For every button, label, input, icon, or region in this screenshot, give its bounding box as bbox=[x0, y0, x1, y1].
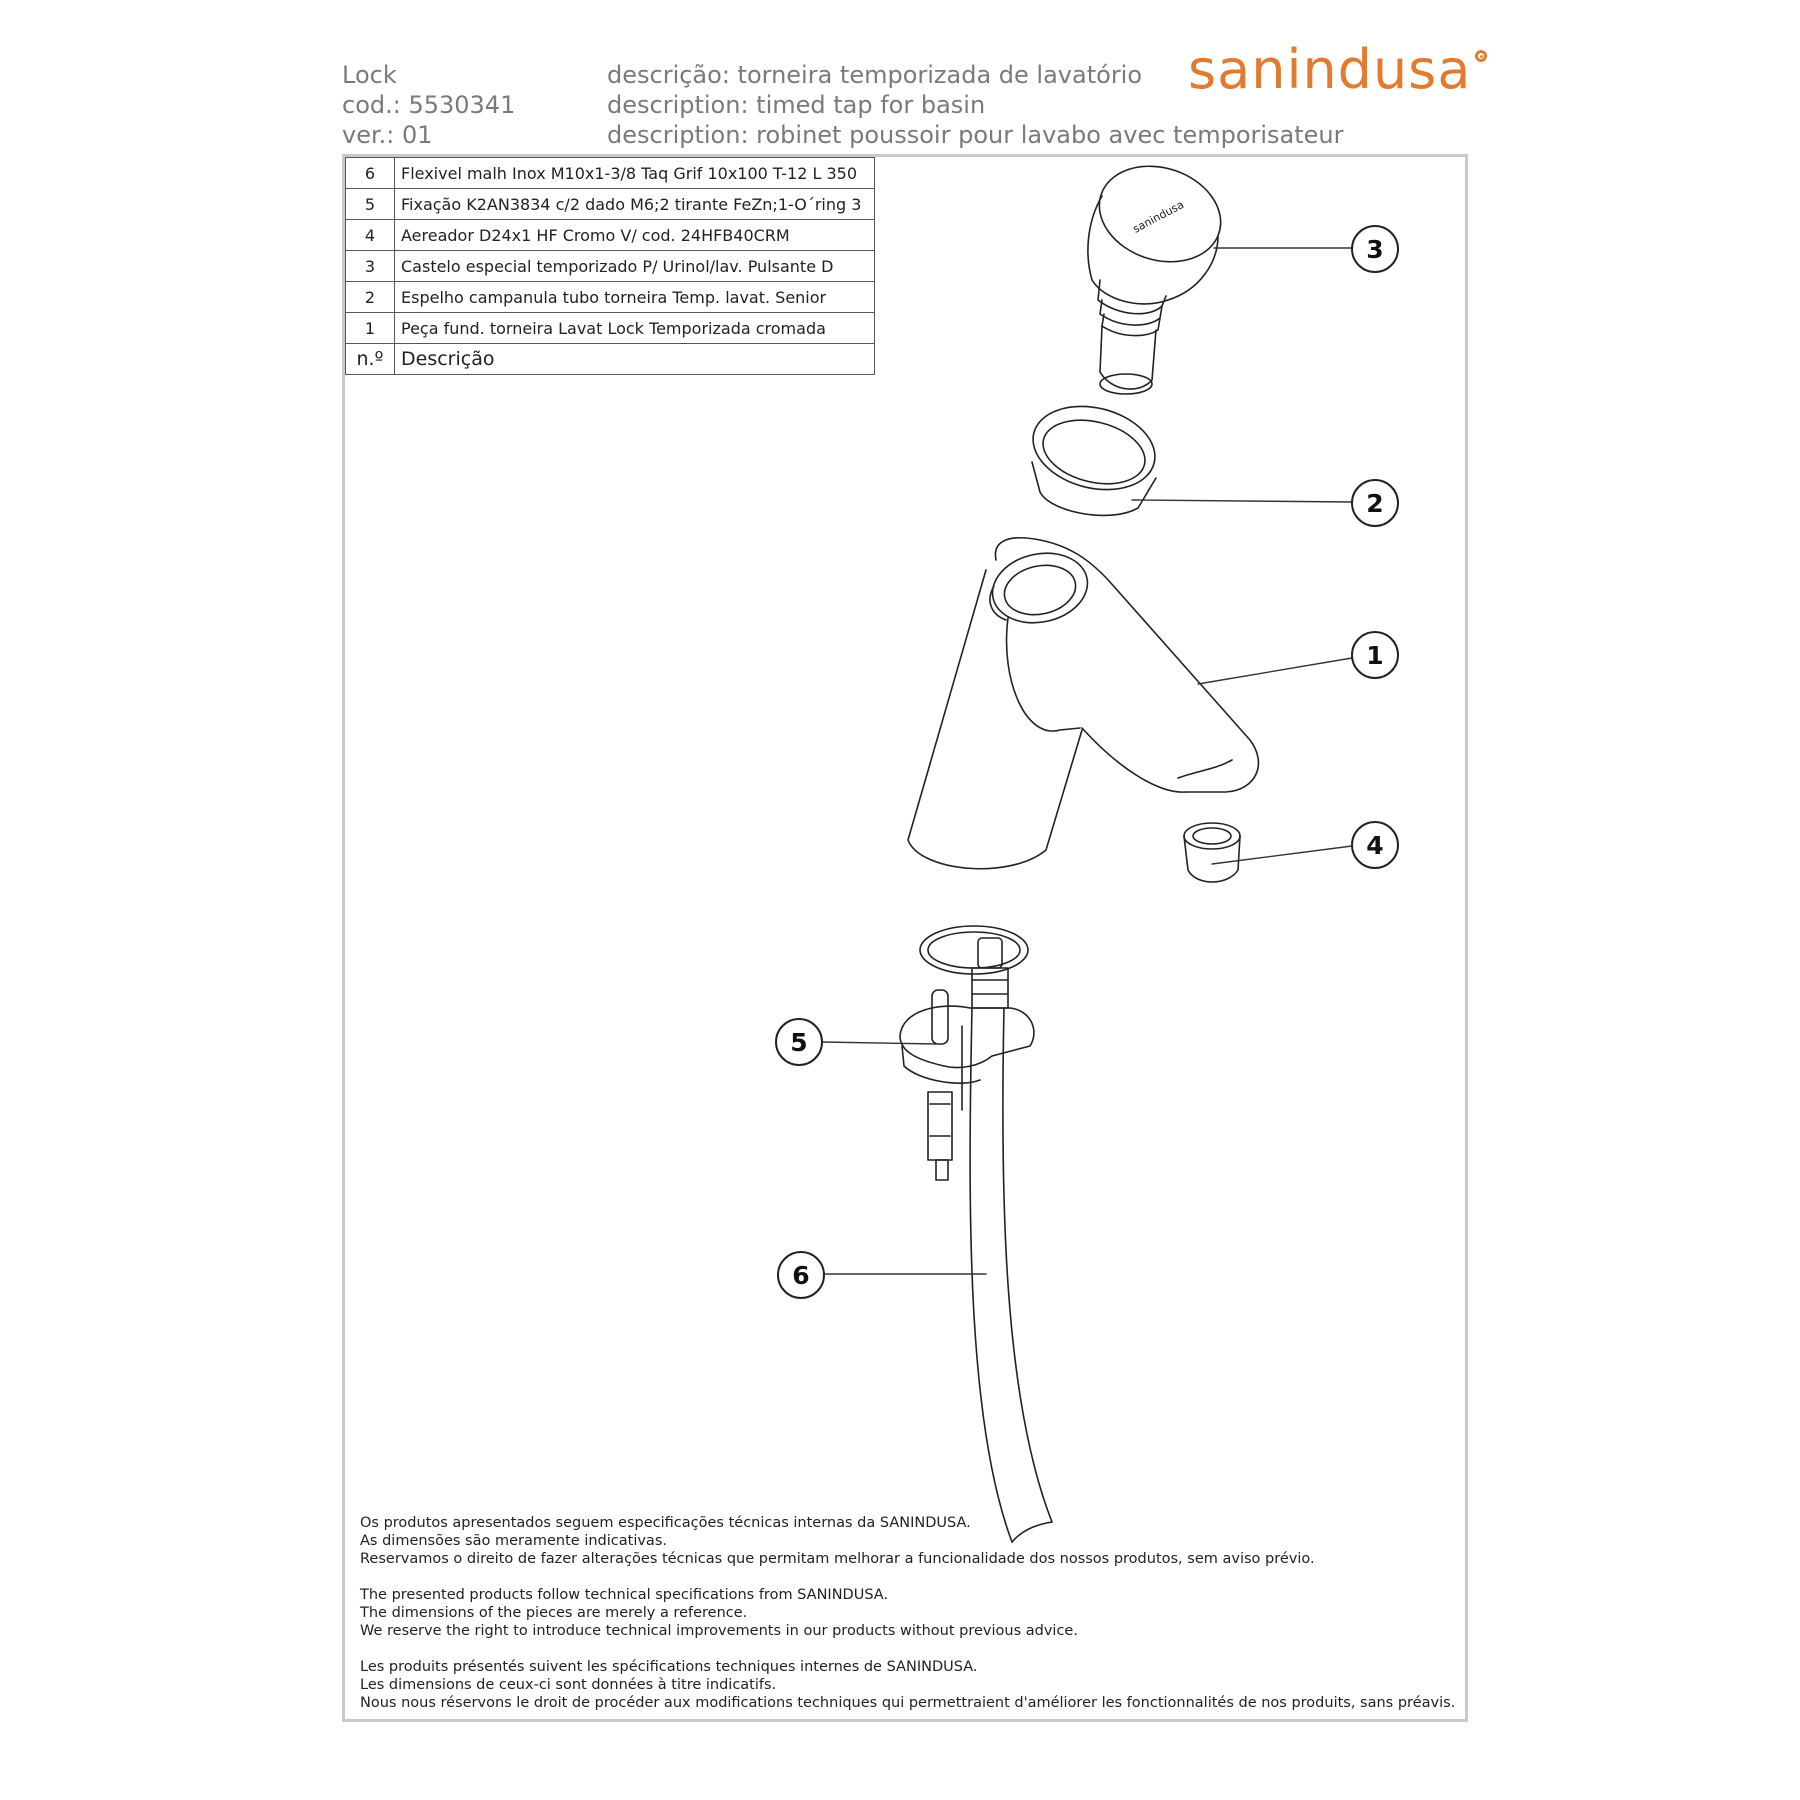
cap-logo-text: sanindusa bbox=[1131, 198, 1186, 236]
callout-label-4: 4 bbox=[1366, 831, 1383, 860]
footer-pt-line: As dimensões são meramente indicativas. bbox=[360, 1533, 667, 1549]
footer-en-line: We reserve the right to introduce techni… bbox=[360, 1623, 1078, 1639]
parts-table: 6 Flexivel malh Inox M10x1-3/8 Taq Grif … bbox=[345, 157, 875, 375]
leader-line-5 bbox=[821, 1041, 937, 1045]
part-description: Aereador D24x1 HF Cromo V/ cod. 24HFB40C… bbox=[394, 219, 875, 251]
brand-logo: sanindusa bbox=[1188, 38, 1488, 101]
table-row: 3 Castelo especial temporizado P/ Urinol… bbox=[345, 250, 875, 282]
footer-en-line: The dimensions of the pieces are merely … bbox=[360, 1605, 748, 1621]
callout-circle-4 bbox=[1351, 821, 1399, 869]
description-en: description: timed tap for basin bbox=[607, 91, 986, 119]
footer-en-line: The presented products follow technical … bbox=[360, 1587, 889, 1603]
part-description: Flexivel malh Inox M10x1-3/8 Taq Grif 10… bbox=[394, 157, 875, 189]
leader-line-2 bbox=[1131, 499, 1355, 503]
part-4-aerator bbox=[1183, 822, 1241, 883]
footer-fr: Les produits présentés suivent les spéci… bbox=[360, 1658, 1455, 1712]
footer-pt: Os produtos apresentados seguem especifi… bbox=[360, 1514, 1315, 1568]
version-label: ver.: 01 bbox=[342, 121, 433, 149]
callout-label-3: 3 bbox=[1366, 235, 1383, 264]
callout-circle-2 bbox=[1351, 479, 1399, 527]
part-number: 5 bbox=[345, 188, 395, 220]
callout-label-6: 6 bbox=[792, 1261, 809, 1290]
table-row: 4 Aereador D24x1 HF Cromo V/ cod. 24HFB4… bbox=[345, 219, 875, 251]
part-description: Castelo especial temporizado P/ Urinol/l… bbox=[394, 250, 875, 282]
model-label: Lock bbox=[342, 61, 397, 89]
callout-circle-6 bbox=[777, 1251, 825, 1299]
drawing-frame bbox=[342, 154, 1468, 1722]
footer-fr-line: Les produits présentés suivent les spéci… bbox=[360, 1659, 978, 1675]
header-descriptions: descrição: torneira temporizada de lavat… bbox=[607, 60, 1344, 150]
brand-logo-icon bbox=[1475, 50, 1488, 62]
footer-en: The presented products follow technical … bbox=[360, 1586, 1078, 1640]
callout-label-2: 2 bbox=[1366, 489, 1383, 518]
table-row: 2 Espelho campanula tubo torneira Temp. … bbox=[345, 281, 875, 313]
table-header-row: n.º Descrição bbox=[345, 343, 875, 375]
part-number: 3 bbox=[345, 250, 395, 282]
header-description: Descrição bbox=[394, 343, 875, 375]
table-row: 6 Flexivel malh Inox M10x1-3/8 Taq Grif … bbox=[345, 157, 875, 189]
footer-pt-line: Reservamos o direito de fazer alterações… bbox=[360, 1551, 1315, 1567]
header-number: n.º bbox=[345, 343, 395, 375]
brand-logo-text: sanindusa bbox=[1188, 38, 1472, 101]
part-description: Fixação K2AN3834 c/2 dado M6;2 tirante F… bbox=[394, 188, 875, 220]
part-6-flexible-hose bbox=[969, 1007, 1053, 1543]
table-row: 5 Fixação K2AN3834 c/2 dado M6;2 tirante… bbox=[345, 188, 875, 220]
description-fr: description: robinet poussoir pour lavab… bbox=[607, 121, 1344, 149]
footer-pt-line: Os produtos apresentados seguem especifi… bbox=[360, 1515, 971, 1531]
callout-circle-3 bbox=[1351, 225, 1399, 273]
leader-lines bbox=[821, 247, 1355, 1275]
leader-line-4 bbox=[1211, 845, 1353, 865]
part-1-tap-body bbox=[907, 537, 1260, 870]
description-pt: descrição: torneira temporizada de lavat… bbox=[607, 61, 1143, 89]
footer-fr-line: Les dimensions de ceux-ci sont données à… bbox=[360, 1677, 777, 1693]
leader-line-1 bbox=[1197, 657, 1353, 685]
code-label: cod.: 5530341 bbox=[342, 91, 516, 119]
callout-circle-1 bbox=[1351, 631, 1399, 679]
part-number: 1 bbox=[345, 312, 395, 344]
part-3-cartridge bbox=[1087, 165, 1222, 395]
part-2-ring bbox=[1031, 405, 1157, 517]
callout-label-5: 5 bbox=[790, 1028, 807, 1057]
header-left: Lock cod.: 5530341 ver.: 01 bbox=[342, 60, 515, 150]
callout-label-1: 1 bbox=[1366, 641, 1383, 670]
part-number: 2 bbox=[345, 281, 395, 313]
callout-circle-5 bbox=[775, 1018, 823, 1066]
part-5-fixing-kit bbox=[899, 925, 1035, 1181]
footer-fr-line: Nous nous réservons le droit de procéder… bbox=[360, 1695, 1456, 1711]
